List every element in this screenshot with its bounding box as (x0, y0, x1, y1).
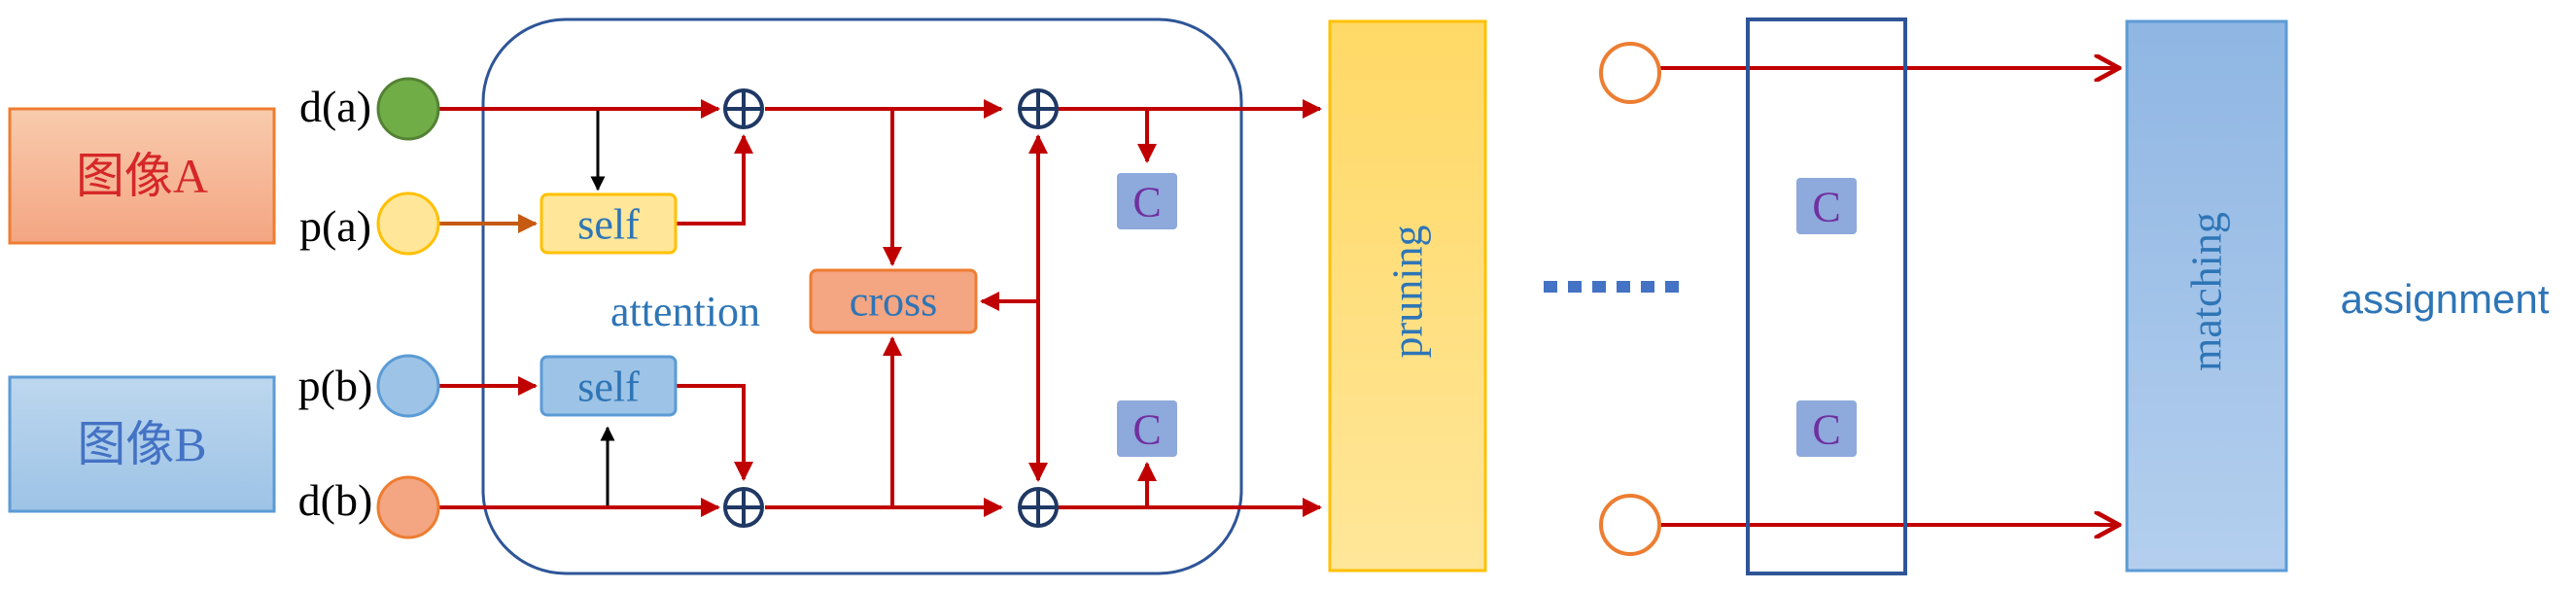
assignment-label: assignment (2341, 276, 2550, 322)
sum-nodes (723, 88, 1059, 528)
image-a-label: 图像A (76, 149, 208, 203)
sum-top-1 (723, 88, 764, 129)
d-b-node (376, 475, 440, 539)
svg-text:C: C (1132, 179, 1161, 226)
pruning-label: pruning (1384, 226, 1432, 359)
image-a-box: 图像A (8, 107, 276, 245)
self-top-label: self (577, 201, 640, 249)
sum-bottom-1 (723, 487, 764, 528)
p-b-node (376, 354, 440, 418)
self-attention-top: self (540, 192, 678, 255)
attention-label: attention (610, 288, 760, 335)
confidence-bottom: C (1117, 400, 1177, 457)
image-b-label: 图像B (77, 417, 206, 471)
d-a-node (376, 77, 440, 141)
attention-block-frame (481, 17, 1243, 575)
sum-top-2 (1018, 88, 1059, 129)
matching-label: matching (2183, 212, 2231, 371)
svg-text:C: C (1812, 184, 1840, 231)
self-bottom-label: self (577, 364, 640, 411)
flow-lines (437, 68, 2119, 525)
svg-text:C: C (1132, 406, 1161, 454)
confidence-top: C (1117, 173, 1177, 229)
later-bottom-node (1599, 494, 1661, 556)
later-top-node (1599, 42, 1661, 104)
sum-bottom-2 (1018, 487, 1059, 528)
matching-bar: matching (2125, 19, 2288, 573)
svg-text:C: C (1812, 406, 1840, 454)
ellipsis-dots (1544, 281, 1679, 293)
later-layer-frame (1746, 17, 1907, 575)
later-confidence-top: C (1796, 178, 1857, 234)
p-a-label: p(a) (299, 201, 371, 251)
self-attention-bottom: self (540, 355, 678, 417)
cross-label: cross (850, 278, 937, 326)
image-b-box: 图像B (8, 375, 276, 513)
p-b-label: p(b) (298, 361, 373, 410)
pruning-bar: pruning (1328, 19, 1487, 573)
later-confidence-bottom: C (1796, 400, 1857, 457)
d-a-label: d(a) (299, 82, 371, 131)
p-a-node (376, 191, 440, 256)
d-b-label: d(b) (298, 475, 373, 525)
cross-attention-block: cross (809, 268, 978, 334)
